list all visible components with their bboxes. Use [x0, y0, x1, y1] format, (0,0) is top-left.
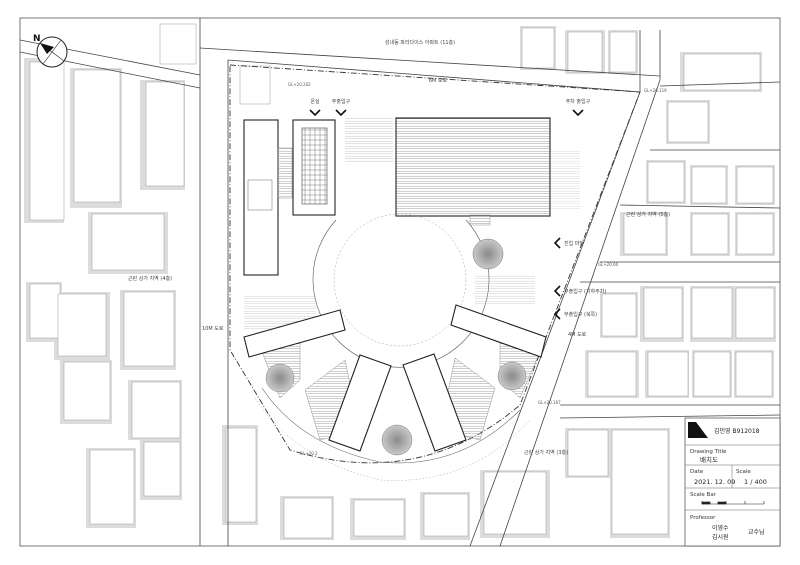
drawing-title: 배치도: [700, 455, 718, 464]
label-road-4m: 4M 도로: [568, 332, 587, 338]
wing-west: [243, 309, 346, 358]
trees: [265, 238, 527, 456]
label-plaza-entry: 진입 마당: [564, 240, 584, 247]
date-value: 2021. 12. 09: [694, 478, 735, 486]
tree-plaza: [472, 238, 504, 270]
label-gl-1: GL+20.202: [288, 82, 311, 87]
label-main-entry: 주출입구: [332, 98, 351, 105]
label-commercial-left: 근린 상가 지역 (4층): [128, 275, 172, 282]
wing-east: [450, 304, 547, 358]
professor-role: 교수님: [748, 528, 765, 536]
professor-2: 김시원: [712, 533, 729, 541]
label-greenhouse: 온실: [310, 98, 320, 105]
arrow-sub-entry-1: [553, 285, 561, 297]
scale-label: Scale: [736, 469, 751, 475]
outer-path-dotted: [254, 397, 531, 481]
professor-1: 이영수: [712, 524, 729, 532]
context-buildings: [24, 23, 776, 540]
label-sub-entry-2: 부출입구 (북쪽): [564, 311, 597, 318]
svg-text:N: N: [33, 34, 41, 44]
drawing-title-label: Drawing Title: [690, 449, 727, 455]
outer-path: [261, 387, 521, 464]
label-road-6m: 6M 도로: [429, 78, 448, 84]
tree-east: [497, 361, 527, 391]
left-stair: [277, 147, 293, 199]
entry-arrows: [309, 109, 584, 320]
radial-wings: [243, 304, 547, 452]
sub-entry-deck: [475, 275, 535, 305]
title-block: 김민영 B912018 Drawing Title 배치도 Date 2021.…: [684, 417, 781, 547]
arrow-parking: [572, 109, 584, 117]
greenhouse-grid: [301, 127, 328, 205]
wing-south-west: [328, 354, 392, 452]
tree-west: [265, 363, 295, 393]
left-building: [243, 119, 279, 276]
label-commercial-bottom: 근린 상가 지역 (3층): [524, 449, 568, 456]
label-gl-2: GL+20.119: [644, 88, 667, 93]
upper-deck: [345, 118, 393, 163]
label-commercial-right: 근린 상가 지역 (5층): [626, 211, 670, 218]
label-gl-4: GL+20.167: [538, 400, 561, 405]
label-road-10m: 10M 도로: [202, 326, 224, 332]
arrow-sub-entry-2: [553, 308, 561, 320]
label-parking-entry: 주차 출입구: [566, 98, 591, 105]
arrow-main-entry: [335, 109, 347, 117]
right-deck: [550, 150, 580, 210]
tree-south: [381, 424, 413, 456]
label-top-apartments: 성내동 파라다이스 아파트 (11층): [385, 39, 455, 46]
scale-value: 1 / 400: [744, 478, 767, 486]
scale-bar-icon: [701, 501, 765, 505]
label-gl-5: GL+20.2: [300, 451, 318, 456]
author-name: 김민영 B912018: [714, 427, 760, 435]
north-arrow: N: [33, 34, 68, 68]
entry-steps: [469, 214, 491, 226]
professor-label: Professor: [690, 515, 716, 521]
label-sub-entry-1: 부출입구 (지하주차): [564, 288, 606, 295]
arrow-plaza: [553, 237, 561, 249]
wing-south-east: [402, 353, 467, 452]
main-roof-building: [395, 117, 551, 217]
scale-bar-label: Scale Bar: [690, 492, 717, 498]
left-building-core: [247, 179, 273, 211]
date-label: Date: [690, 469, 704, 475]
plaza-inner-ring: [333, 213, 467, 347]
school-logo-icon: [688, 422, 708, 438]
label-gl-3: GL+20.00: [598, 262, 619, 267]
arrow-greenhouse: [309, 109, 321, 117]
